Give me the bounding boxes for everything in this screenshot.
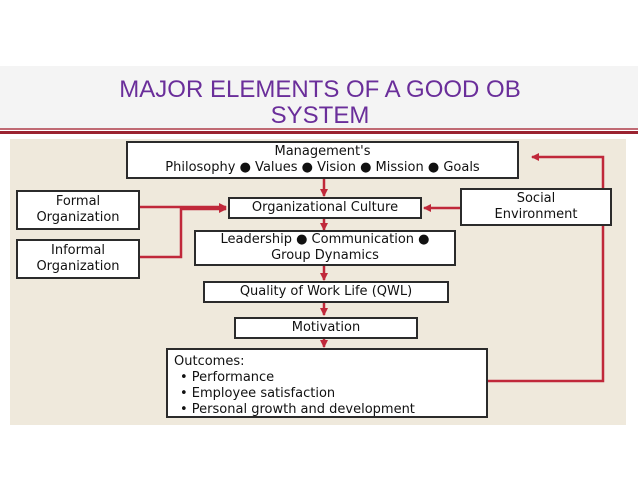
management-elements: Philosophy ● Values ● Vision ● Mission ●… <box>165 160 480 175</box>
formal-organization-line-1: Formal <box>55 194 101 209</box>
social-environment-box: Social Environment <box>460 188 612 226</box>
social-environment-line-2: Environment <box>494 207 578 222</box>
organizational-culture-label: Organizational Culture <box>251 200 399 215</box>
motivation-label: Motivation <box>291 320 361 335</box>
outcomes-heading: Outcomes: <box>174 354 245 369</box>
arrow-informal-to-culture <box>140 205 227 259</box>
quality-of-work-life-label: Quality of Work Life (QWL) <box>239 284 413 299</box>
arrow-outcomes-to-management <box>488 153 605 383</box>
motivation-box: Motivation <box>234 317 418 339</box>
outcome-item-performance: • Performance <box>180 370 275 385</box>
management-label: Management's <box>274 144 371 159</box>
slide-title-line-2: SYSTEM <box>270 102 370 129</box>
outcome-item-employee-satisfaction: • Employee satisfaction <box>180 386 336 401</box>
social-environment-line-1: Social <box>516 191 556 206</box>
title-rule-thick <box>0 131 638 134</box>
informal-organization-box: Informal Organization <box>16 239 140 279</box>
quality-of-work-life-box: Quality of Work Life (QWL) <box>203 281 449 303</box>
leadership-line-1: Leadership ● Communication ● <box>220 232 430 247</box>
leadership-line-2: Group Dynamics <box>271 248 379 263</box>
slide-title: MAJOR ELEMENTS OF A GOOD OB SYSTEM <box>52 77 588 129</box>
outcome-item-personal-growth: • Personal growth and development <box>180 402 415 417</box>
title-rule-thin <box>0 128 638 130</box>
slide-title-line-1: MAJOR ELEMENTS OF A GOOD OB <box>119 76 521 103</box>
title-band <box>0 66 638 130</box>
outcomes-box: Outcomes: • Performance • Employee satis… <box>166 348 488 418</box>
management-box: Management's Philosophy ● Values ● Visio… <box>126 141 519 179</box>
informal-organization-line-2: Organization <box>36 259 120 274</box>
leadership-box: Leadership ● Communication ● Group Dynam… <box>194 230 456 266</box>
informal-organization-line-1: Informal <box>51 243 105 258</box>
formal-organization-line-2: Organization <box>36 210 120 225</box>
organizational-culture-box: Organizational Culture <box>228 197 422 219</box>
formal-organization-box: Formal Organization <box>16 190 140 230</box>
